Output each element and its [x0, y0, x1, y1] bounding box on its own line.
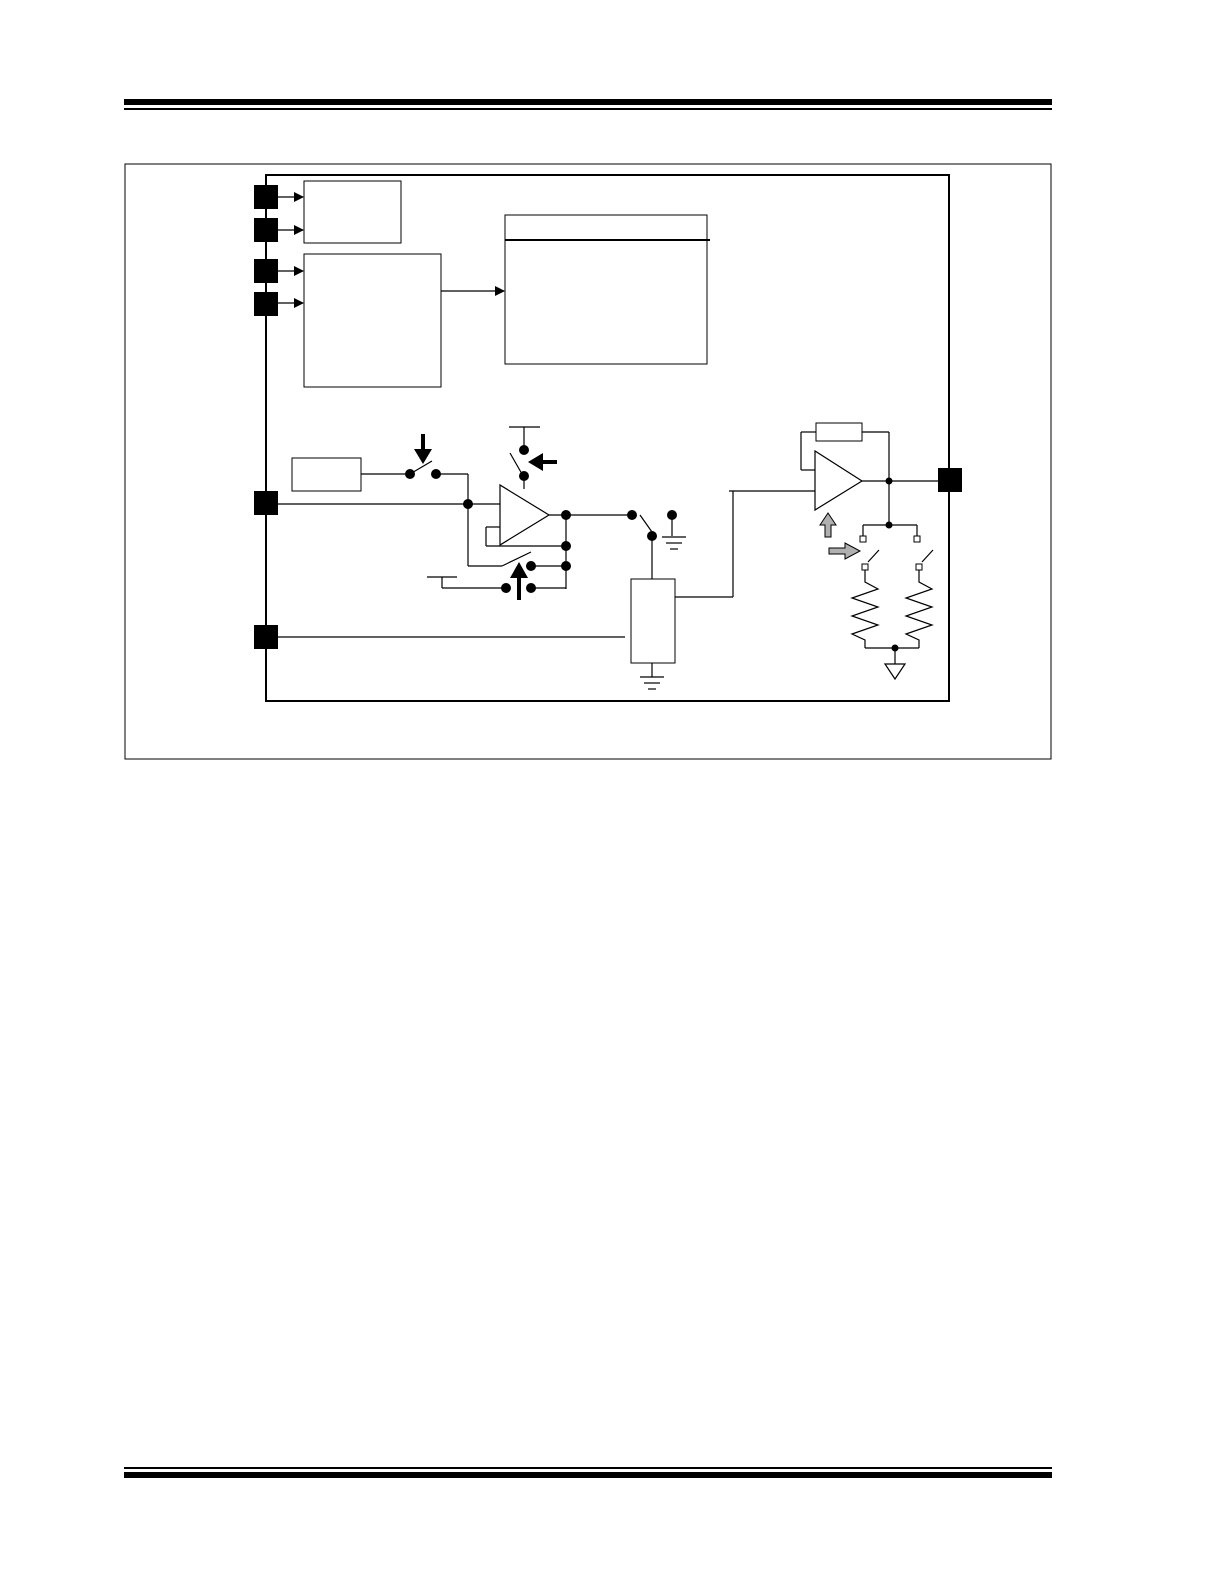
feedback-resistor-block — [815, 422, 863, 442]
control-arrow-icon — [510, 562, 528, 600]
pin-ground — [254, 625, 278, 649]
footer-rule-thick — [124, 1472, 1052, 1478]
header-rule-thick — [124, 99, 1052, 105]
control-arrow-icon — [828, 542, 862, 560]
ground-icon — [883, 663, 907, 681]
ground-icon — [640, 676, 664, 690]
pin-connections — [278, 192, 304, 308]
pin-3 — [254, 259, 278, 283]
pin-input — [254, 491, 278, 515]
resistor-icon — [904, 570, 934, 648]
pin-4 — [254, 292, 278, 316]
switch-icon — [427, 551, 571, 593]
pin-2 — [254, 218, 278, 242]
control-arrow-icon — [414, 434, 432, 464]
figure-frame — [124, 163, 1052, 760]
switch-icon — [509, 426, 540, 489]
reference-block — [291, 457, 362, 492]
control-logic-block — [303, 253, 442, 388]
resistor-icon — [850, 570, 880, 648]
reference-switch — [361, 460, 469, 504]
device-boundary — [265, 174, 950, 702]
sample-capacitor-block — [630, 578, 676, 664]
top-left-block — [303, 180, 402, 244]
control-arrow-icon — [819, 512, 837, 538]
pin-output — [938, 468, 962, 492]
footer-rule-thin — [124, 1467, 1052, 1469]
pin-1 — [254, 185, 278, 209]
op-amp-icon — [814, 449, 864, 512]
ground-icon — [662, 536, 686, 550]
pins — [254, 185, 962, 649]
register-block — [504, 214, 710, 365]
header-rule-thin — [124, 108, 1052, 110]
op-amp-icon — [499, 483, 551, 547]
switch-icon — [913, 535, 934, 571]
switch-icon — [859, 535, 880, 571]
control-arrow-icon — [528, 453, 557, 471]
